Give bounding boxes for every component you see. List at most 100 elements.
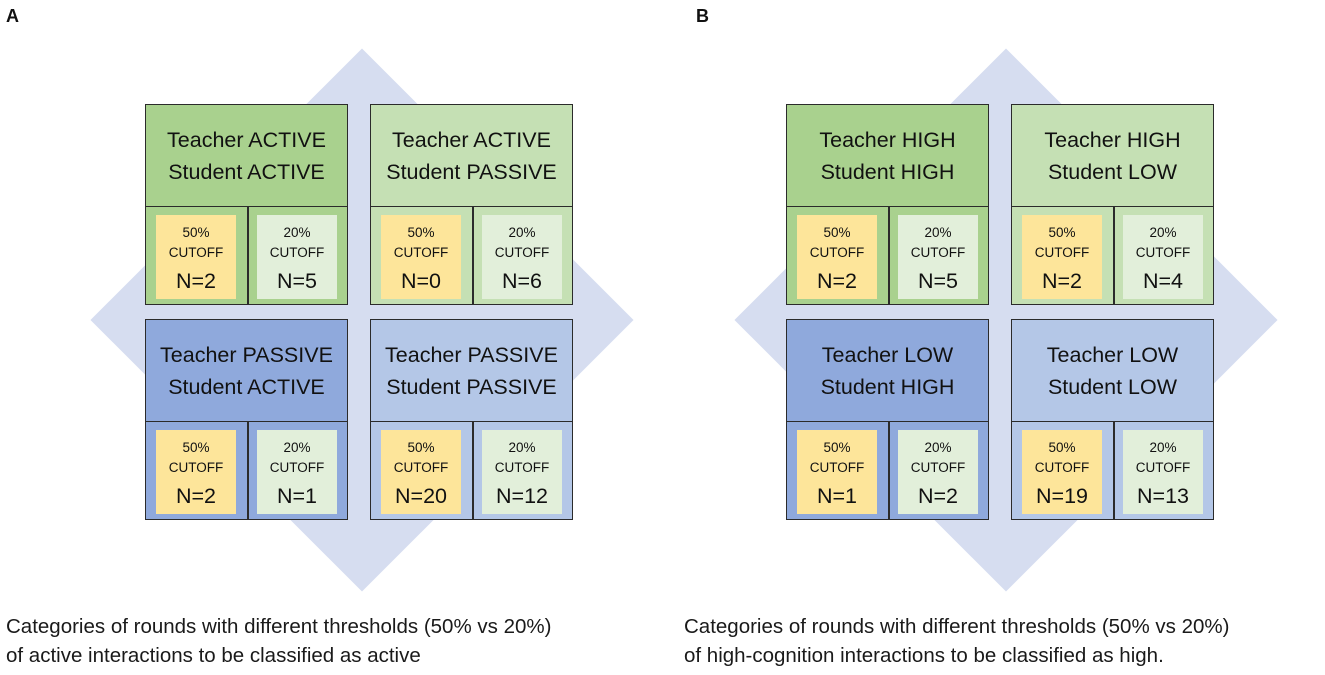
count-value: N=5: [917, 269, 959, 293]
cutoff-20-box: 20% CUTOFF N=5: [898, 215, 978, 299]
cutoff-20-box: 20% CUTOFF N=1: [257, 430, 337, 514]
cutoff-label: CUTOFF: [494, 245, 550, 260]
quadrant-title: Teacher HIGH Student LOW: [1012, 105, 1213, 207]
cutoff-20-box: 20% CUTOFF N=12: [482, 430, 562, 514]
cutoff-row: 50% CUTOFF N=19 20% CUTOFF N=13: [1012, 422, 1213, 519]
cutoff-20-box: 20% CUTOFF N=2: [898, 430, 978, 514]
cutoff-label: CUTOFF: [910, 245, 966, 260]
cutoff-percent: 20%: [508, 440, 536, 455]
cutoff-percent: 50%: [1048, 440, 1076, 455]
count-value: N=12: [496, 484, 548, 508]
cutoff-percent: 20%: [508, 225, 536, 240]
cutoff-row: 50% CUTOFF N=2 20% CUTOFF N=5: [146, 207, 347, 304]
title-line: Teacher PASSIVE: [385, 342, 558, 367]
count-value: N=2: [175, 269, 217, 293]
cutoff-label: CUTOFF: [1135, 460, 1191, 475]
divider: [888, 207, 890, 304]
cutoff-percent: 20%: [1149, 225, 1177, 240]
title-line: Student HIGH: [820, 159, 955, 184]
count-value: N=2: [175, 484, 217, 508]
title-line: Student PASSIVE: [386, 374, 557, 399]
cutoff-label: CUTOFF: [393, 245, 449, 260]
quadrant-top-left: Teacher HIGH Student HIGH 50% CUTOFF N=2…: [786, 104, 989, 305]
title-line: Student LOW: [1047, 159, 1178, 184]
panel-b: B Teacher HIGH Student HIGH 50% CUTOFF N…: [662, 0, 1324, 675]
cutoff-row: 50% CUTOFF N=2 20% CUTOFF N=1: [146, 422, 347, 519]
title-line: Teacher PASSIVE: [160, 342, 333, 367]
title-line: Student PASSIVE: [386, 159, 557, 184]
cutoff-percent: 50%: [823, 225, 851, 240]
count-value: N=20: [395, 484, 447, 508]
cutoff-50-box: 50% CUTOFF N=2: [156, 430, 236, 514]
title-line: Student ACTIVE: [168, 159, 325, 184]
cutoff-percent: 50%: [407, 440, 435, 455]
count-value: N=4: [1142, 269, 1184, 293]
divider: [472, 207, 474, 304]
divider: [1113, 422, 1115, 519]
quadrant-top-right: Teacher ACTIVE Student PASSIVE 50% CUTOF…: [370, 104, 573, 305]
quadrant-bottom-right: Teacher PASSIVE Student PASSIVE 50% CUTO…: [370, 319, 573, 520]
title-line: Teacher LOW: [1046, 342, 1179, 367]
panel-caption: Categories of rounds with different thre…: [6, 612, 551, 670]
cutoff-50-box: 50% CUTOFF N=0: [381, 215, 461, 299]
quadrant-bottom-left: Teacher LOW Student HIGH 50% CUTOFF N=1 …: [786, 319, 989, 520]
cutoff-row: 50% CUTOFF N=2 20% CUTOFF N=4: [1012, 207, 1213, 304]
divider: [472, 422, 474, 519]
cutoff-50-box: 50% CUTOFF N=2: [797, 215, 877, 299]
quadrant-top-right: Teacher HIGH Student LOW 50% CUTOFF N=2 …: [1011, 104, 1214, 305]
count-value: N=2: [1041, 269, 1083, 293]
divider: [888, 422, 890, 519]
caption-line: Categories of rounds with different thre…: [684, 615, 1230, 638]
title-line: Student HIGH: [820, 374, 955, 399]
cutoff-label: CUTOFF: [1034, 460, 1090, 475]
cutoff-label: CUTOFF: [1034, 245, 1090, 260]
panel-letter: A: [6, 6, 20, 26]
quadrant-title: Teacher LOW Student HIGH: [787, 320, 988, 422]
cutoff-50-box: 50% CUTOFF N=2: [156, 215, 236, 299]
cutoff-label: CUTOFF: [809, 245, 865, 260]
cutoff-label: CUTOFF: [393, 460, 449, 475]
title-line: Student LOW: [1047, 374, 1178, 399]
count-value: N=2: [816, 269, 858, 293]
title-line: Teacher LOW: [821, 342, 954, 367]
count-value: N=13: [1137, 484, 1189, 508]
cutoff-row: 50% CUTOFF N=2 20% CUTOFF N=5: [787, 207, 988, 304]
divider: [247, 207, 249, 304]
cutoff-20-box: 20% CUTOFF N=5: [257, 215, 337, 299]
caption-line: of active interactions to be classified …: [6, 644, 421, 667]
caption-line: Categories of rounds with different thre…: [6, 615, 552, 638]
cutoff-label: CUTOFF: [1135, 245, 1191, 260]
cutoff-label: CUTOFF: [494, 460, 550, 475]
title-line: Teacher HIGH: [1044, 127, 1181, 152]
cutoff-percent: 20%: [924, 440, 952, 455]
quadrant-bottom-left: Teacher PASSIVE Student ACTIVE 50% CUTOF…: [145, 319, 348, 520]
quadrant-top-left: Teacher ACTIVE Student ACTIVE 50% CUTOFF…: [145, 104, 348, 305]
quadrant-title: Teacher ACTIVE Student PASSIVE: [371, 105, 572, 207]
cutoff-row: 50% CUTOFF N=20 20% CUTOFF N=12: [371, 422, 572, 519]
cutoff-20-box: 20% CUTOFF N=13: [1123, 430, 1203, 514]
quadrant-title: Teacher ACTIVE Student ACTIVE: [146, 105, 347, 207]
count-value: N=5: [276, 269, 318, 293]
cutoff-percent: 20%: [283, 440, 311, 455]
cutoff-percent: 20%: [283, 225, 311, 240]
cutoff-percent: 20%: [924, 225, 952, 240]
quadrant-title: Teacher HIGH Student HIGH: [787, 105, 988, 207]
count-value: N=1: [276, 484, 318, 508]
cutoff-percent: 20%: [1149, 440, 1177, 455]
cutoff-label: CUTOFF: [168, 245, 224, 260]
title-line: Teacher HIGH: [819, 127, 956, 152]
divider: [1113, 207, 1115, 304]
cutoff-percent: 50%: [407, 225, 435, 240]
count-value: N=0: [400, 269, 442, 293]
cutoff-percent: 50%: [182, 440, 210, 455]
quadrant-bottom-right: Teacher LOW Student LOW 50% CUTOFF N=19 …: [1011, 319, 1214, 520]
title-line: Teacher ACTIVE: [167, 127, 326, 152]
cutoff-50-box: 50% CUTOFF N=1: [797, 430, 877, 514]
quadrant-title: Teacher LOW Student LOW: [1012, 320, 1213, 422]
quadrant-title: Teacher PASSIVE Student PASSIVE: [371, 320, 572, 422]
cutoff-label: CUTOFF: [168, 460, 224, 475]
cutoff-label: CUTOFF: [809, 460, 865, 475]
cutoff-50-box: 50% CUTOFF N=2: [1022, 215, 1102, 299]
title-line: Student ACTIVE: [168, 374, 325, 399]
title-line: Teacher ACTIVE: [392, 127, 551, 152]
